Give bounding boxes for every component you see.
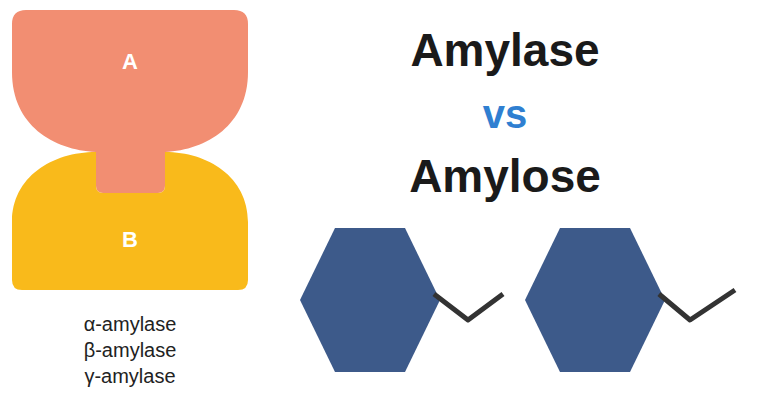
versus-word: vs [483, 92, 528, 137]
shape-letter: A [122, 49, 138, 75]
shape-fill [12, 152, 248, 290]
glycosidic-bond [659, 290, 735, 320]
glycosidic-bond [434, 294, 503, 320]
glucose-hexagon [300, 228, 440, 372]
enzyme-type: α-amylase [84, 313, 177, 336]
enzyme-type: β-amylase [84, 339, 177, 362]
glucose-hexagon [525, 228, 665, 372]
enzyme-type: γ-amylase [84, 365, 175, 388]
substrate-shape: B [12, 152, 248, 290]
shape-letter: B [122, 227, 138, 253]
title-word: Amylose [409, 149, 601, 203]
title-word: Amylase [410, 23, 599, 77]
shape-outline [12, 152, 248, 290]
